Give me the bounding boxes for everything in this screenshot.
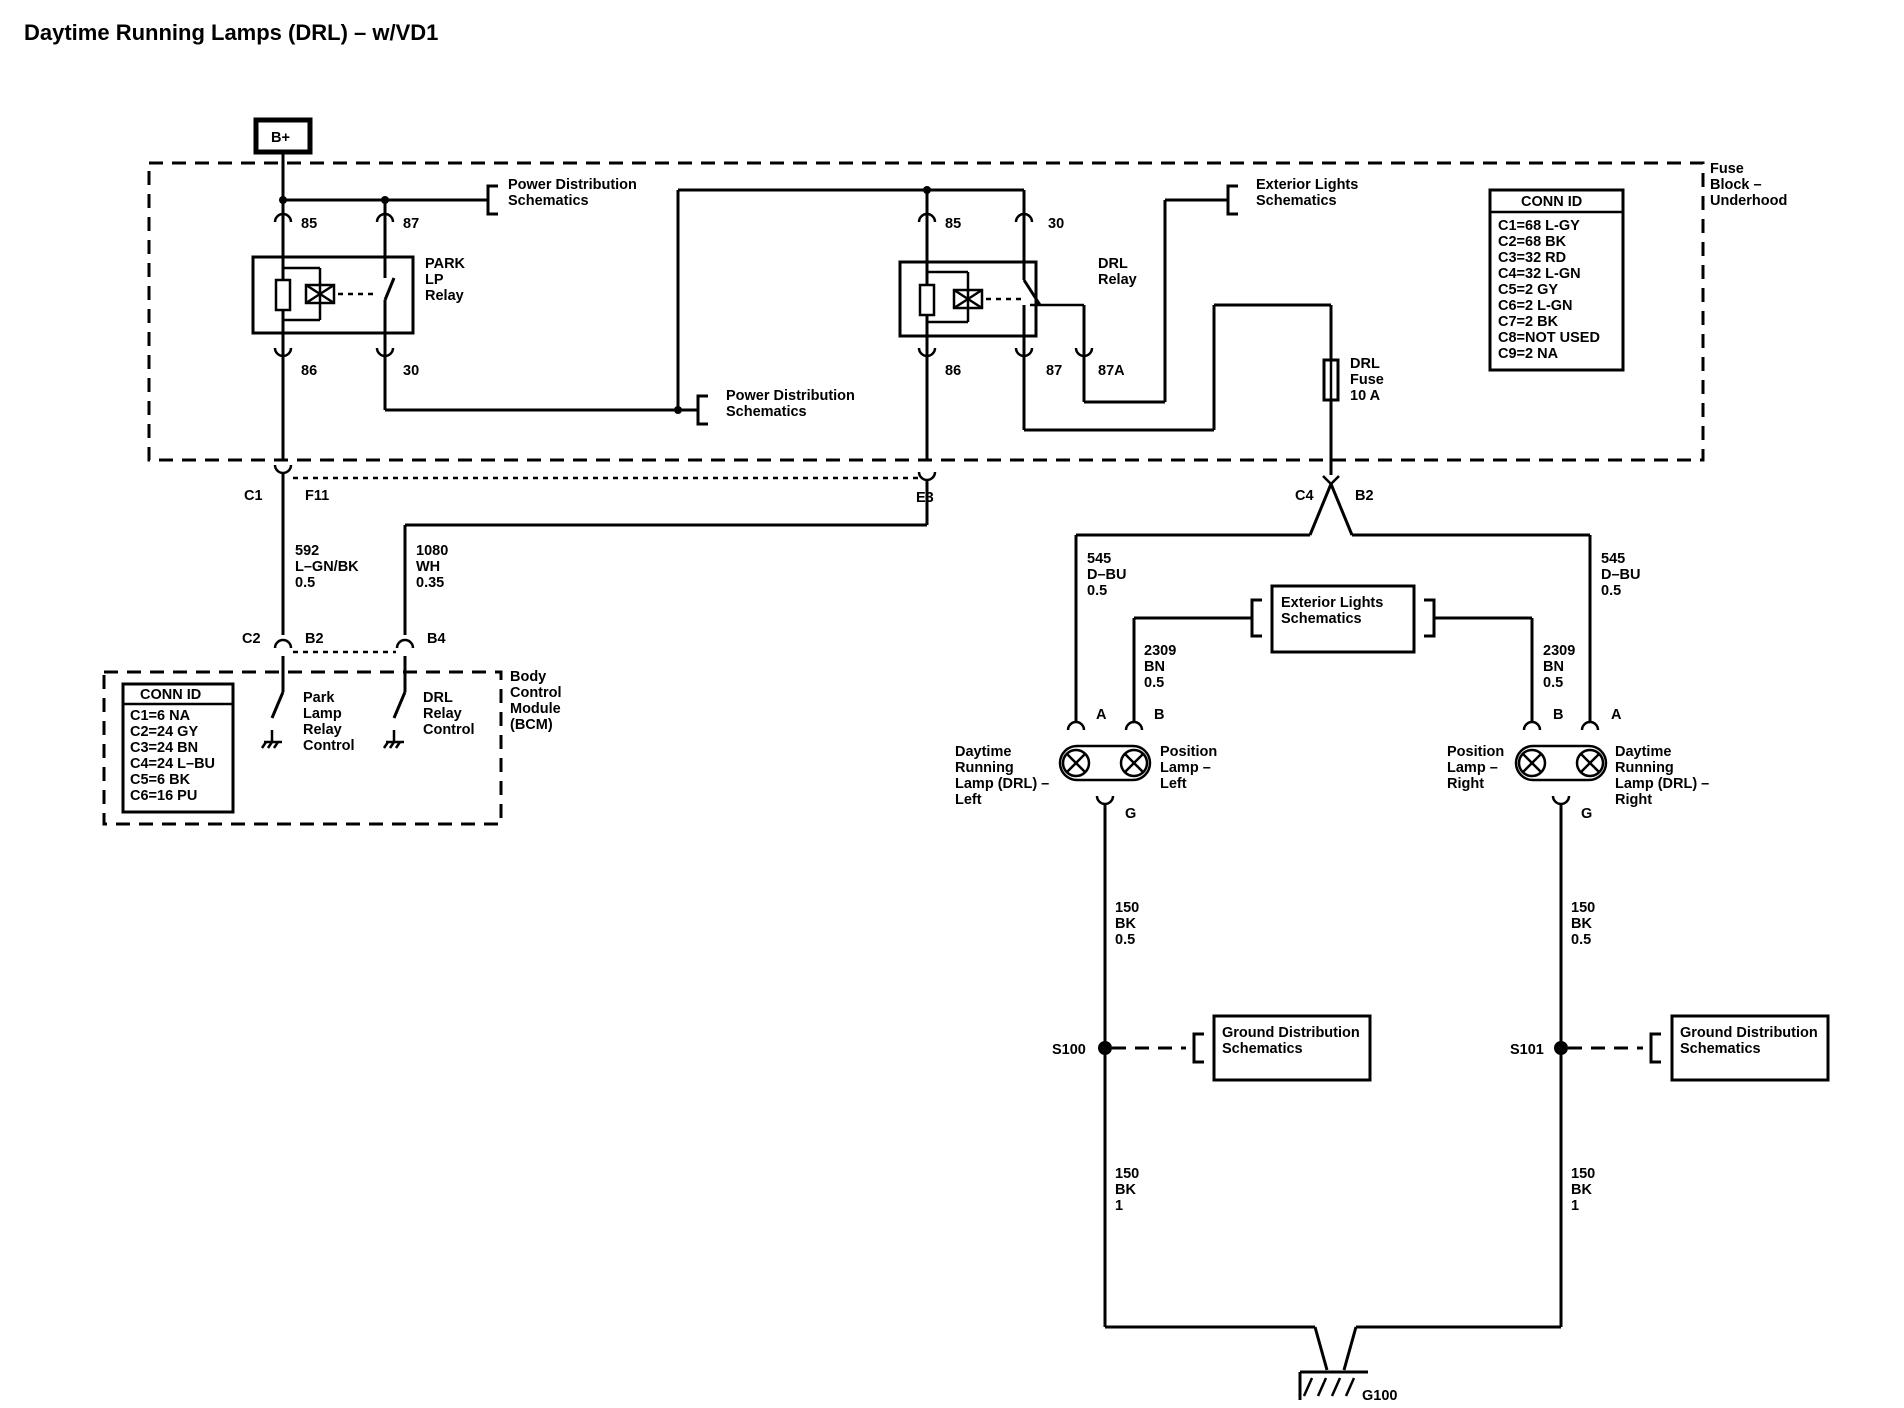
svg-text:G: G: [1125, 806, 1136, 822]
park-relay-label: PARK LP Relay: [425, 256, 469, 304]
fuse-block-conn-table: CONN ID C1=68 L-GY C2=68 BK C3=32 RD C4=…: [1488, 188, 1625, 372]
svg-text:85: 85: [945, 216, 961, 232]
fuse-block-label: Fuse Block – Underhood: [1710, 161, 1787, 209]
svg-text:S100: S100: [1052, 1042, 1086, 1058]
svg-text:A: A: [1611, 707, 1622, 723]
svg-text:86: 86: [301, 363, 317, 379]
svg-text:C1=6 NA C2=24 GY C: C1=6 NA C2=24 GY C3=24 BN C4=24 L–BU C5=…: [130, 708, 219, 804]
park-lamp-relay: 85 87 86 30 PARK LP Relay: [251, 212, 469, 379]
connector-c1: C1: [244, 488, 263, 504]
drl-relay-label: DRL Relay: [1098, 256, 1137, 288]
connector-b2-top: B2: [1355, 488, 1374, 504]
connector-b4: B4: [427, 631, 446, 647]
svg-text:87: 87: [403, 216, 419, 232]
svg-text:30: 30: [1048, 216, 1064, 232]
svg-text:87: 87: [1046, 363, 1062, 379]
bcm-conn-table: CONN ID C1=6 NA C2=24 GY C3=24 BN C4=24 …: [121, 682, 235, 814]
svg-text:30: 30: [403, 363, 419, 379]
connector-b2-bcm: B2: [305, 631, 324, 647]
connector-c2: C2: [242, 631, 261, 647]
svg-text:CONN ID: CONN ID: [1521, 194, 1582, 210]
connector-e3: E3: [916, 490, 934, 506]
svg-text:A: A: [1096, 707, 1107, 723]
svg-text:87A: 87A: [1098, 363, 1125, 379]
ground-g100-symbol: G100: [1298, 1370, 1397, 1404]
svg-text:B: B: [1553, 707, 1563, 723]
svg-text:G: G: [1581, 806, 1592, 822]
connector-f11: F11: [305, 488, 329, 504]
splice-s101: [1554, 1041, 1568, 1055]
svg-text:B: B: [1154, 707, 1164, 723]
svg-text:B+: B+: [271, 130, 290, 146]
connector-c4: C4: [1295, 488, 1314, 504]
svg-text:86: 86: [945, 363, 961, 379]
svg-text:S101: S101: [1510, 1042, 1544, 1058]
svg-text:C1=68 L-GY C2=68 BK: C1=68 L-GY C2=68 BK C3=32 RD C4=32 L-GN …: [1498, 218, 1604, 362]
splice-s100: [1098, 1041, 1112, 1055]
battery-positive-terminal: B+: [253, 117, 313, 155]
svg-text:CONN ID: CONN ID: [140, 687, 201, 703]
svg-text:85: 85: [301, 216, 317, 232]
svg-text:G100: G100: [1362, 1388, 1397, 1404]
page-title: Daytime Running Lamps (DRL) – w/VD1: [24, 20, 439, 45]
bcm-boundary: [102, 670, 503, 826]
drl-relay: 85 30 86 87 87A DRL Relay: [898, 212, 1137, 379]
